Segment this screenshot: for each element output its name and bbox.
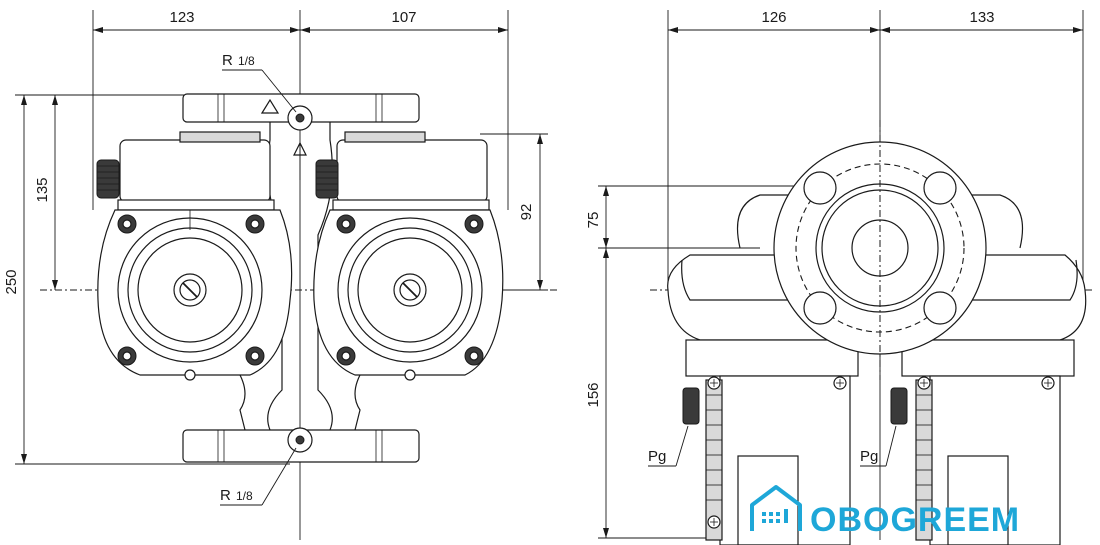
thread-top-fraction: 1/8	[238, 54, 255, 68]
dim-156-label: 156	[585, 382, 602, 407]
dim-75-label: 75	[585, 212, 602, 229]
gland-right-label: Pg	[860, 448, 878, 465]
thread-bottom-label: R	[220, 487, 231, 504]
dim-250-label: 250	[3, 269, 20, 294]
dim-126-label: 126	[761, 9, 786, 26]
dim-135-label: 135	[34, 177, 51, 202]
dim-92-label: 92	[518, 204, 535, 221]
thread-bottom-fraction: 1/8	[236, 489, 253, 503]
dim-107-label: 107	[391, 9, 416, 26]
gland-left-label: Pg	[648, 448, 666, 465]
dim-123-label: 123	[169, 9, 194, 26]
brand-logo: OBOGREEM	[750, 485, 1020, 539]
dim-133-label: 133	[969, 9, 994, 26]
side-view: 126 133 75 156	[585, 9, 1095, 545]
house-icon	[750, 485, 802, 531]
thread-top-label: R	[222, 52, 233, 69]
brand-name: OBOGREEM	[810, 501, 1020, 539]
front-view: 123 107 250 135 92 R 1/8	[3, 9, 560, 540]
